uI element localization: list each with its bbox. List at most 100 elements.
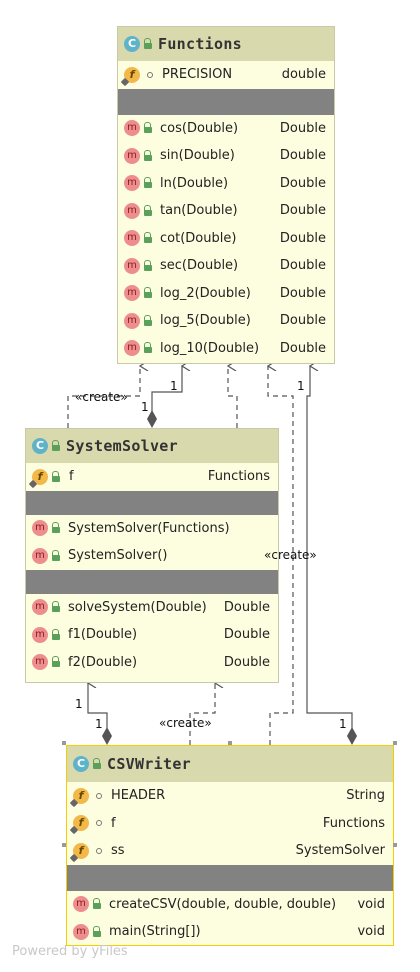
field-name: PRECISION: [162, 67, 233, 83]
package-visibility-icon: [147, 71, 153, 78]
method-return-type: Double: [279, 120, 326, 136]
method-name: ln(Double): [160, 175, 229, 191]
section-divider: [26, 569, 278, 594]
field-final-icon: f: [69, 815, 89, 835]
field-name: f: [111, 815, 116, 831]
lock-icon: [144, 177, 152, 189]
multiplicity-label: 1: [297, 379, 305, 393]
field-row[interactable]: f f Functions: [67, 810, 393, 838]
field-row[interactable]: f PRECISION double: [118, 61, 334, 89]
method-icon: m: [73, 923, 89, 940]
assoc-line-ss-functions: [151, 366, 182, 420]
selection-handle[interactable]: [228, 741, 232, 745]
assoc-line-csv-ss: [88, 683, 108, 728]
method-row[interactable]: m f1(Double) Double: [26, 621, 278, 649]
method-icon: m: [124, 202, 140, 219]
composition-diamond-ss: [147, 410, 157, 428]
lock-icon: [52, 656, 60, 668]
selection-handle[interactable]: [393, 741, 397, 745]
method-row[interactable]: m tan(Double) Double: [118, 197, 334, 225]
lock-icon: [52, 628, 60, 640]
method-return-type: Double: [223, 627, 270, 643]
method-icon: m: [124, 230, 140, 247]
method-icon: m: [124, 175, 140, 192]
lock-icon: [144, 149, 152, 161]
method-return-type: Double: [279, 285, 326, 301]
multiplicity-label: 1: [170, 379, 178, 393]
selection-handle[interactable]: [62, 741, 66, 745]
package-visibility-icon: [96, 792, 102, 799]
selection-handle[interactable]: [393, 843, 397, 847]
field-final-icon: f: [120, 66, 140, 86]
field-type: Functions: [322, 815, 385, 831]
field-type: SystemSolver: [295, 843, 385, 859]
dep-line-ss-functions: [228, 366, 238, 428]
method-return-type: Double: [279, 148, 326, 164]
lock-icon: [93, 898, 101, 910]
method-name: log_5(Double): [160, 313, 251, 329]
section-divider: [26, 490, 278, 515]
method-name: solveSystem(Double): [68, 599, 207, 615]
method-icon: m: [32, 626, 48, 643]
class-name: CSVWriter: [107, 755, 191, 773]
method-name: f1(Double): [68, 627, 138, 643]
method-return-type: Double: [223, 654, 270, 670]
class-icon: C: [124, 36, 140, 52]
method-row[interactable]: m log_5(Double) Double: [118, 307, 334, 335]
field-row[interactable]: f f Functions: [26, 463, 278, 491]
method-row[interactable]: m SystemSolver(Functions): [26, 515, 278, 543]
method-name: log_10(Double): [160, 340, 260, 356]
field-final-icon: f: [28, 468, 48, 488]
class-name: SystemSolver: [66, 437, 178, 455]
method-icon: m: [124, 120, 140, 137]
field-name: ss: [111, 843, 125, 859]
lock-icon: [52, 601, 60, 613]
field-type: String: [346, 788, 385, 804]
package-visibility-icon: [96, 847, 102, 854]
lock-icon: [52, 470, 60, 482]
create-line-csv-ss: [189, 683, 215, 745]
method-name: f2(Double): [68, 654, 138, 670]
method-return-type: void: [357, 924, 385, 940]
method-name: createCSV(double, double, double): [109, 896, 337, 912]
method-return-type: Double: [279, 203, 326, 219]
multiplicity-label: 1: [75, 697, 83, 711]
method-name: SystemSolver(Functions): [68, 520, 230, 536]
class-icon: C: [32, 438, 48, 454]
method-icon: m: [32, 520, 48, 537]
lock-icon: [144, 204, 152, 216]
assoc-line-csv-functions: [306, 366, 353, 728]
method-return-type: Double: [279, 340, 326, 356]
method-icon: m: [124, 285, 140, 302]
selection-handle[interactable]: [62, 843, 66, 847]
method-return-type: void: [357, 896, 385, 912]
method-name: cot(Double): [160, 230, 237, 246]
class-header-functions: C Functions: [118, 27, 334, 61]
method-return-type: Double: [279, 313, 326, 329]
method-icon: m: [124, 312, 140, 329]
composition-diamond-csv-fn: [347, 727, 357, 745]
class-header-csv-writer: C CSVWriter: [67, 746, 393, 782]
section-divider: [118, 88, 334, 115]
method-name: tan(Double): [160, 203, 238, 219]
lock-icon: [144, 232, 152, 244]
